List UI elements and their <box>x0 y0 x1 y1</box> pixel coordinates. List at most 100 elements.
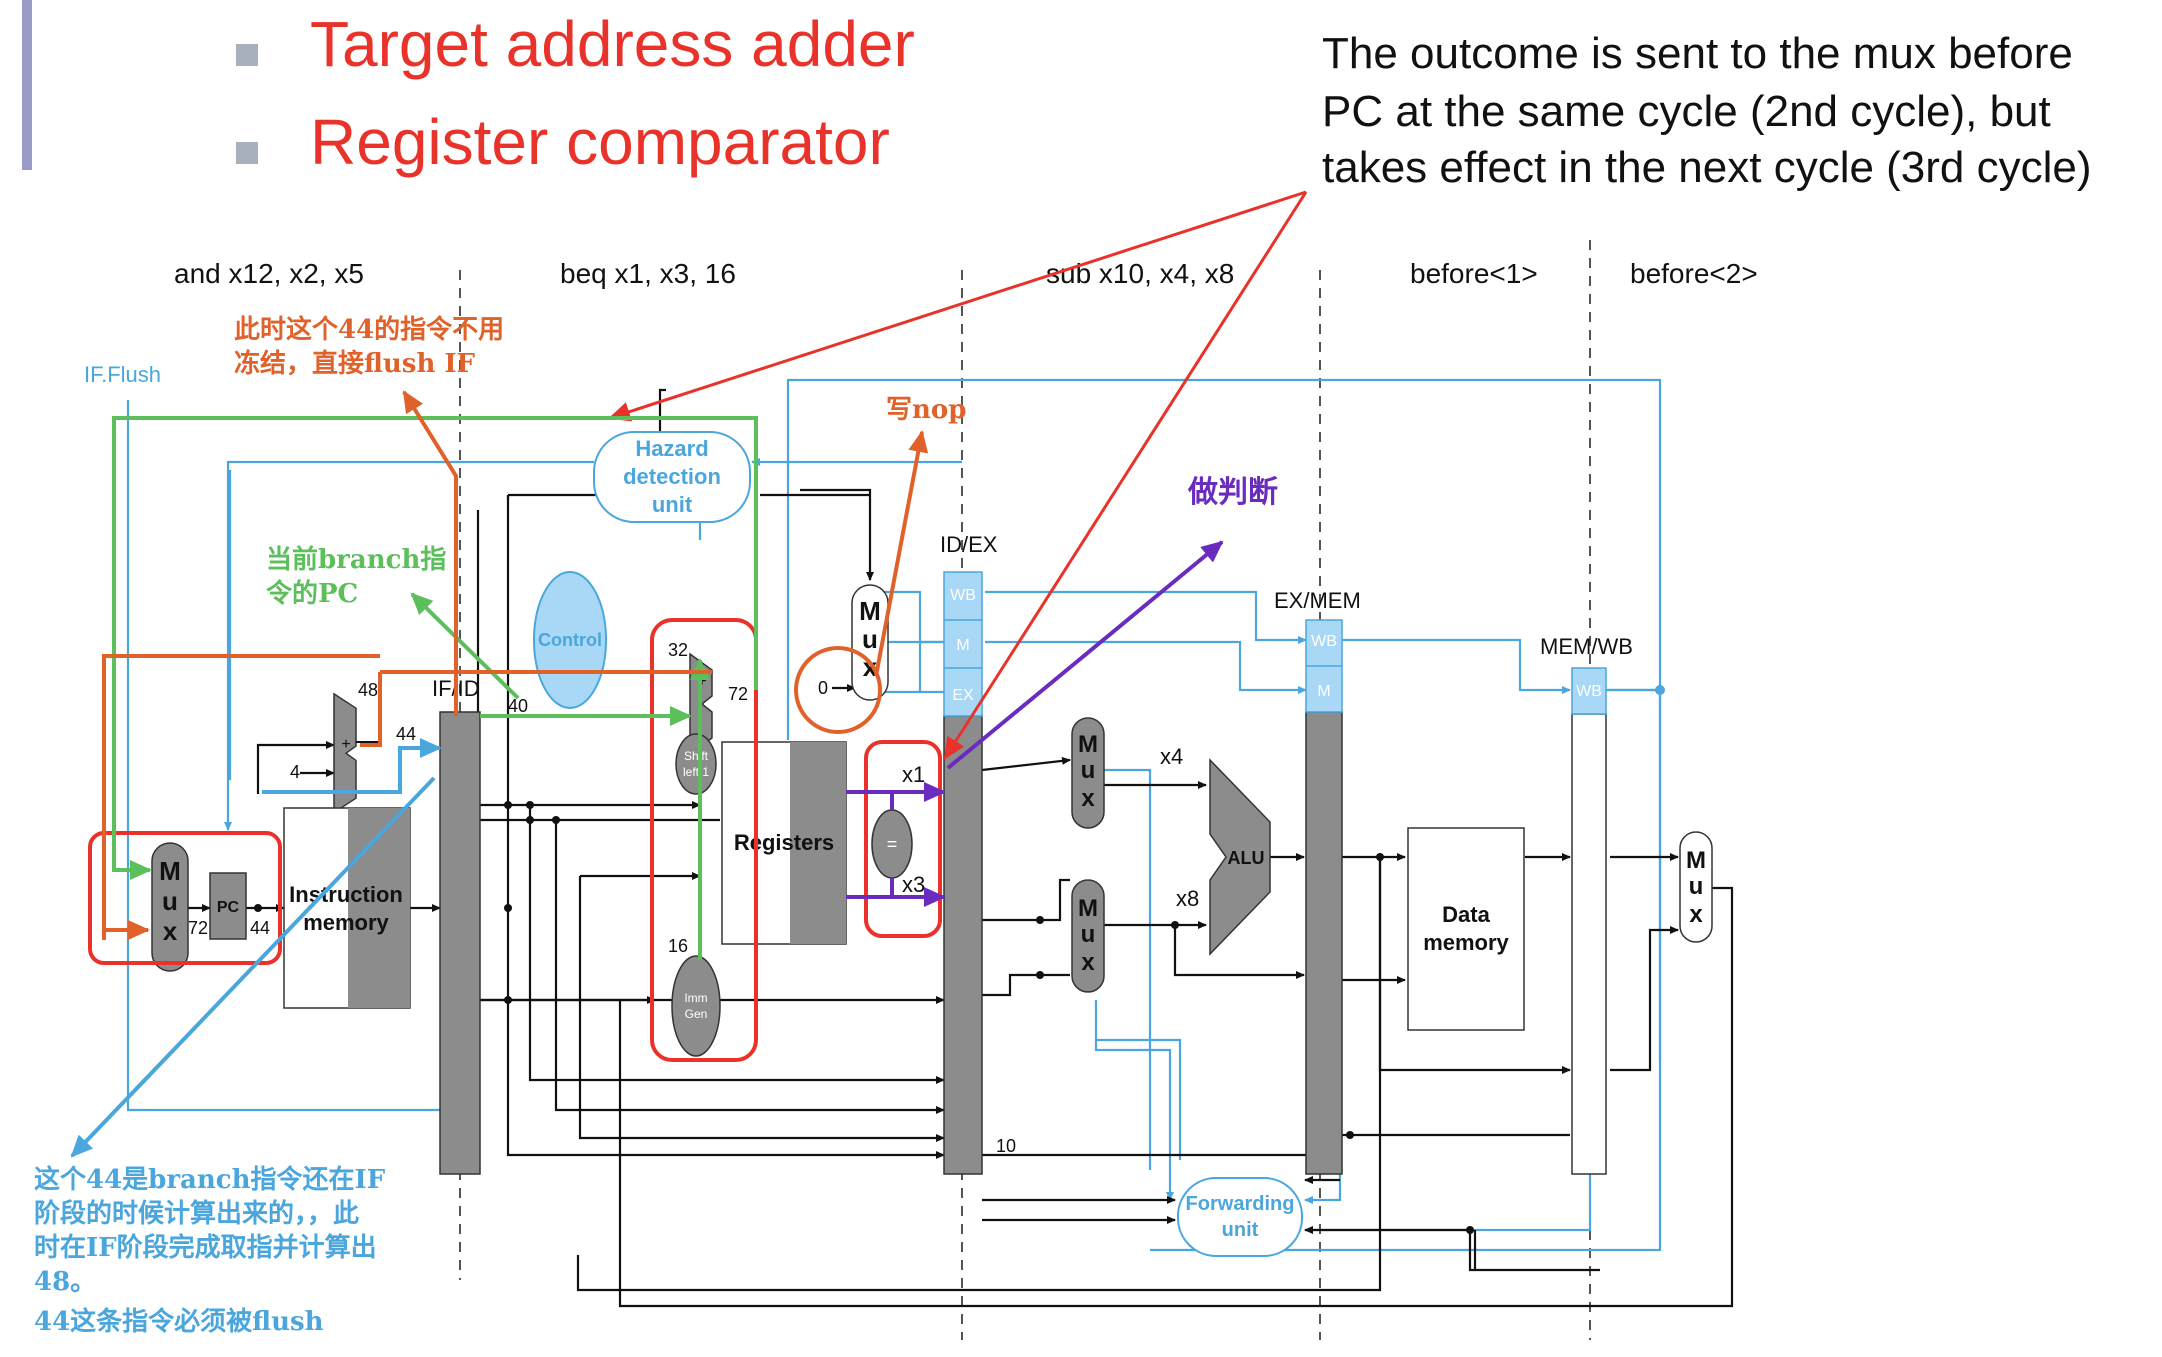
mux-letter: x <box>1081 785 1095 812</box>
memwb-to-wbmux2 <box>1610 926 1679 1072</box>
imem-label: Instruction <box>289 882 403 907</box>
stage-label-ex: sub x10, x4, x8 <box>1046 258 1234 289</box>
junction-dot <box>1655 685 1665 695</box>
bullet-register-comparator: Register comparator <box>310 106 890 178</box>
junction-dot <box>1171 921 1179 929</box>
idex-register <box>943 715 983 1175</box>
idex-imm <box>982 973 1070 997</box>
signal-10: 10 <box>996 1136 1016 1156</box>
signal-x1: x1 <box>902 762 925 787</box>
pc-mux-highlight <box>88 831 282 965</box>
idex-m-field: M <box>956 637 969 654</box>
top-feedback-wire <box>786 378 1662 1252</box>
pc-value-44: 44 <box>250 918 270 938</box>
flush-if-note: 冻结，直接flush IF <box>234 348 476 379</box>
alu-mux-b <box>1071 879 1105 993</box>
junction-dot <box>1466 1226 1474 1234</box>
write-nop-note: 写nop <box>886 395 966 425</box>
mux-letter: x <box>163 916 178 946</box>
idex-to-muxa <box>981 756 1071 772</box>
junction-dot <box>552 816 560 824</box>
orange-target-wire <box>360 672 382 747</box>
junction-dot <box>526 801 534 809</box>
forward-wire <box>1094 1000 1174 1201</box>
mux-zero-input: 0 <box>818 678 828 698</box>
wb-feedback <box>618 886 1734 1308</box>
mux-letter: x <box>1081 949 1095 976</box>
outcome-note-line: takes effect in the next cycle (3rd cycl… <box>1322 143 2092 192</box>
mux-letter: x <box>1689 901 1703 928</box>
mux-letter: u <box>1081 757 1096 784</box>
shift-left-unit <box>675 733 717 795</box>
immgen-label: Imm <box>684 991 707 1005</box>
idex-ex-field: EX <box>952 687 974 704</box>
mux-letter: M <box>1078 731 1098 758</box>
note-arrow-to-comparator <box>943 191 1308 760</box>
adder-pc-input <box>256 741 335 794</box>
ifid-imm-bus <box>476 805 710 1002</box>
outcome-note-line: PC at the same cycle (2nd cycle), but <box>1322 87 2051 136</box>
junction-dot <box>526 816 534 824</box>
explain-44-arrow <box>70 776 436 1158</box>
rs1-forward-bus <box>528 805 945 1084</box>
memwb-label: MEM/WB <box>1540 634 1633 659</box>
branch-pc-note: 令的PC <box>266 578 358 609</box>
stage-label-mem: before<1> <box>1410 258 1538 289</box>
judge-arrow <box>946 540 1224 770</box>
alu <box>1209 758 1271 956</box>
exmem-register <box>1305 711 1343 1175</box>
mux-letter: M <box>1686 847 1706 874</box>
rd-bus <box>578 876 945 1142</box>
instruction-memory-shade <box>348 808 410 1008</box>
orange-pc-loop <box>102 654 380 940</box>
hazard-detection-unit <box>593 431 751 523</box>
stage-label-if: and x12, x2, x5 <box>174 258 364 289</box>
flush-note-arrow <box>402 390 458 716</box>
signal-32: 32 <box>668 640 688 660</box>
adder-symbol: + <box>341 736 350 753</box>
signal-x4: x4 <box>1160 744 1183 769</box>
junction-dot <box>1376 853 1384 861</box>
explain-44-note: 48。 <box>34 1267 96 1297</box>
mux-letter: M <box>1078 895 1098 922</box>
branch-pc-arrow <box>410 592 520 700</box>
memwb-rd <box>1468 1230 1600 1272</box>
stage-label-id: beq x1, x3, 16 <box>560 258 736 289</box>
signal-72: 72 <box>728 684 748 704</box>
memwb-wb-field: WB <box>1576 683 1602 700</box>
alu-mux-a <box>1071 717 1105 829</box>
shift-label: left 1 <box>683 765 709 779</box>
signal-x8: x8 <box>1176 886 1199 911</box>
memwb-regwrite <box>1604 688 1662 1060</box>
explain-44-note: 44这条指令必须被flush <box>34 1306 324 1337</box>
junction-dots <box>254 801 1474 1234</box>
idex-m-forward <box>985 640 1307 694</box>
note-arrow-to-hazard <box>608 190 1307 422</box>
memwb-register <box>1571 713 1607 1175</box>
pc-mux <box>151 842 189 972</box>
dmem-label: Data <box>1442 902 1490 927</box>
signal-40: 40 <box>508 696 528 716</box>
idex-label: ID/EX <box>940 532 998 557</box>
hazard-label: detection <box>623 464 721 489</box>
idex-wb-forward <box>985 590 1307 644</box>
control-mux <box>851 584 889 701</box>
exmem-wb-field: WB <box>1311 633 1337 650</box>
nop-mux-highlight <box>794 646 882 734</box>
mux-letter: M <box>159 856 181 886</box>
ifid-register <box>439 711 481 1175</box>
idex-control-fields <box>943 571 983 717</box>
flush-if-note: 此时这个44的指令不用 <box>234 314 504 345</box>
explain-44-note: 时在IF阶段完成取指并计算出 <box>34 1232 377 1263</box>
signal-44: 44 <box>396 724 416 744</box>
registers-label: Registers <box>734 830 834 855</box>
pc-register <box>209 872 247 940</box>
control-wires <box>126 378 1662 1252</box>
forwarding-label: Forwarding <box>1186 1193 1295 1215</box>
bullet-target-adder: Target address adder <box>310 8 915 80</box>
signal-4: 4 <box>290 762 300 782</box>
bullet-icon <box>236 142 258 164</box>
value44-path <box>262 738 442 794</box>
nop-note-arrow <box>874 430 929 677</box>
